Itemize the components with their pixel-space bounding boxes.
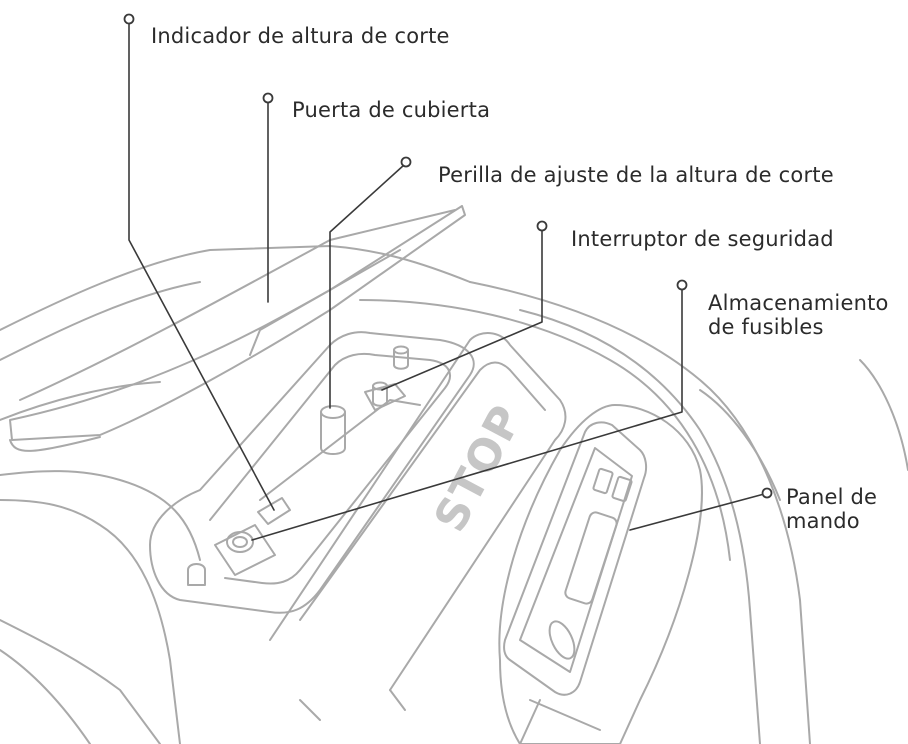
deck-recess-slot xyxy=(259,399,421,501)
label-control-panel-line2: mando xyxy=(786,509,860,533)
deck-door-hinge xyxy=(249,249,401,356)
control-panel-housing xyxy=(498,404,703,744)
control-panel-oval-button xyxy=(548,620,576,660)
fuse-storage-cap-inner xyxy=(232,536,248,548)
fuse-storage-cap-outer xyxy=(226,531,254,553)
control-panel-button-2 xyxy=(611,475,633,503)
leader-cut-height-indicator xyxy=(128,23,275,511)
leader-dot-deck-door xyxy=(262,92,274,104)
leader-dot-fuse-storage xyxy=(676,279,688,291)
control-panel-button-1 xyxy=(592,467,614,495)
leader-safety-switch xyxy=(381,229,543,391)
stop-bar-edge xyxy=(299,689,406,721)
fuse-storage-base xyxy=(214,524,276,576)
leader-dot-safety-switch xyxy=(536,220,548,232)
control-panel-lower xyxy=(519,699,601,744)
label-deck-door-text: Puerta de cubierta xyxy=(292,98,491,122)
label-cut-height-knob: Perilla de ajuste de la altura de corte xyxy=(438,163,834,187)
deck-cylinder-top xyxy=(393,345,409,355)
leader-control-panel xyxy=(629,493,765,531)
body-outline-left-lower xyxy=(0,381,161,421)
label-safety-switch: Interruptor de seguridad xyxy=(571,227,834,251)
control-panel-display xyxy=(564,511,618,605)
body-bottom-left-2 xyxy=(0,649,91,744)
control-panel-face-inner xyxy=(519,447,633,673)
stop-bar-inner xyxy=(299,361,546,621)
label-fuse-storage: Almacenamiento de fusibles xyxy=(708,291,889,339)
leader-dot-knob xyxy=(400,156,412,168)
control-panel-face xyxy=(503,421,648,696)
safety-switch-base xyxy=(364,383,406,411)
deck-post xyxy=(187,563,206,586)
body-outline-right xyxy=(469,281,811,744)
leader-dot-control-panel xyxy=(761,487,773,499)
leader-dot-indicator xyxy=(123,13,135,25)
label-deck-door: Puerta de cubierta xyxy=(292,98,490,122)
body-right-edge xyxy=(859,359,908,471)
body-bottom-left xyxy=(0,619,161,744)
body-outline-left-inner xyxy=(0,281,201,361)
label-fuse-storage-line1: Almacenamiento xyxy=(708,291,889,315)
stop-bar-outer xyxy=(269,332,567,691)
body-side-left-2 xyxy=(0,499,181,744)
body-outline-left xyxy=(0,245,471,331)
cut-height-knob-body xyxy=(320,411,346,455)
label-cut-height-knob-text: Perilla de ajuste de la altura de corte xyxy=(438,163,834,187)
safety-switch-body xyxy=(372,385,388,407)
label-cut-height-indicator-text: Indicador de altura de corte xyxy=(151,24,450,48)
label-control-panel: Panel de mando xyxy=(786,485,877,533)
deck-door-outline xyxy=(9,205,466,441)
body-right-edge-2 xyxy=(699,389,781,501)
deck-cylinder-body xyxy=(393,349,409,370)
body-outline-right-2 xyxy=(359,299,731,561)
cut-height-knob-top xyxy=(320,405,346,419)
deck-recess-outer xyxy=(149,331,475,614)
leader-fuse-storage xyxy=(251,288,683,541)
label-fuse-storage-line2: de fusibles xyxy=(708,315,824,339)
cut-height-indicator-window xyxy=(257,497,291,525)
deck-door-inner xyxy=(19,209,456,401)
body-side-left xyxy=(0,470,201,561)
body-outline-right-3 xyxy=(519,309,761,744)
label-cut-height-indicator: Indicador de altura de corte xyxy=(151,24,450,48)
label-control-panel-line1: Panel de xyxy=(786,485,878,509)
deck-door-edge xyxy=(9,436,101,452)
leader-cut-height-knob xyxy=(329,164,405,409)
label-safety-switch-text: Interruptor de seguridad xyxy=(571,227,834,251)
